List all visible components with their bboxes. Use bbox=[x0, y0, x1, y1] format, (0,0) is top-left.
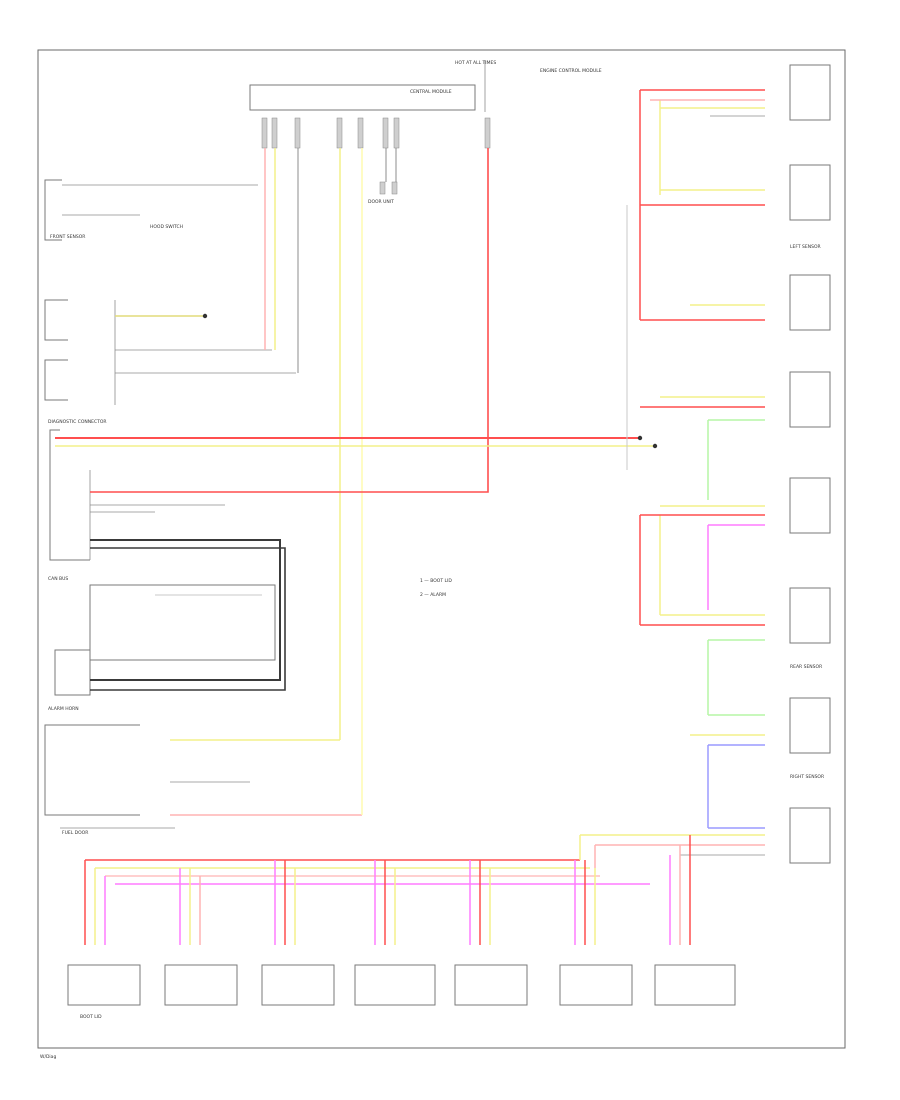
can-bus-label: CAN BUS bbox=[48, 576, 68, 582]
central-module: CENTRAL MODULE HOT AT ALL TIMES ENGINE C… bbox=[249, 60, 602, 112]
hood-switch-label: HOOD SWITCH bbox=[150, 224, 183, 230]
right-sensor-label: RIGHT SENSOR bbox=[790, 774, 824, 780]
front-sensor-label: FRONT SENSOR bbox=[50, 234, 85, 240]
legend-item-1: 1 — BOOT LID bbox=[420, 578, 452, 584]
left-switch-1: FRONT SENSOR HOOD SWITCH bbox=[44, 179, 258, 241]
bottom-unit-3 bbox=[261, 860, 335, 1006]
bottom-unit-1: BOOT LID bbox=[67, 860, 141, 1020]
bottom-unit-6 bbox=[559, 860, 633, 1006]
rear-sensor-label: REAR SENSOR bbox=[790, 664, 822, 670]
right-sensor-units: LEFT SENSOR REAR SENSOR bbox=[580, 64, 831, 864]
diag-conn-label: DIAGNOSTIC CONNECTOR bbox=[48, 419, 107, 425]
module-connectors bbox=[261, 117, 491, 149]
vertical-wires bbox=[90, 148, 489, 815]
bottom-bus: FUEL DOOR bbox=[60, 827, 650, 885]
left-sensor-label: LEFT SENSOR bbox=[790, 244, 821, 250]
sensor-unit-3 bbox=[640, 274, 831, 331]
bottom-unit-5 bbox=[454, 860, 528, 1006]
boot-lid-label: BOOT LID bbox=[80, 1014, 102, 1020]
bottom-units: BOOT LID bbox=[67, 835, 736, 1020]
fuel-door-label: FUEL DOOR bbox=[62, 830, 88, 836]
main-bus bbox=[55, 435, 658, 449]
legend-item-2: 2 — ALARM bbox=[420, 592, 446, 598]
door-unit-label: DOOR UNIT bbox=[368, 199, 394, 205]
bottom-unit-7 bbox=[654, 835, 736, 1006]
sensor-unit-2: LEFT SENSOR bbox=[640, 164, 831, 250]
alarm-horn-label: ALARM HORN bbox=[48, 706, 79, 712]
alarm-horn-block: ALARM HORN bbox=[44, 706, 362, 816]
legend: 1 — BOOT LID 2 — ALARM bbox=[420, 578, 452, 598]
sensor-unit-7: RIGHT SENSOR bbox=[690, 697, 831, 780]
left-relay-block bbox=[44, 299, 296, 405]
diagnostic-block: DIAGNOSTIC CONNECTOR CAN BUS bbox=[48, 419, 286, 696]
sensor-unit-8 bbox=[580, 807, 831, 864]
sensor-unit-4 bbox=[640, 371, 831, 428]
top-fuse-label: HOT AT ALL TIMES bbox=[455, 60, 496, 66]
bottom-unit-2 bbox=[164, 868, 238, 1006]
sensor-unit-6: REAR SENSOR bbox=[640, 587, 831, 670]
central-module-label: CENTRAL MODULE bbox=[410, 89, 452, 95]
footer-label: W/Diag bbox=[40, 1054, 56, 1060]
sensor-unit-5 bbox=[640, 477, 831, 534]
sensor-unit-1 bbox=[640, 64, 831, 121]
door-unit: DOOR UNIT bbox=[368, 181, 398, 205]
right-trunk bbox=[626, 90, 709, 828]
ecm-label: ENGINE CONTROL MODULE bbox=[540, 68, 602, 74]
bottom-unit-4 bbox=[354, 860, 436, 1006]
diagram-frame bbox=[37, 49, 846, 1049]
